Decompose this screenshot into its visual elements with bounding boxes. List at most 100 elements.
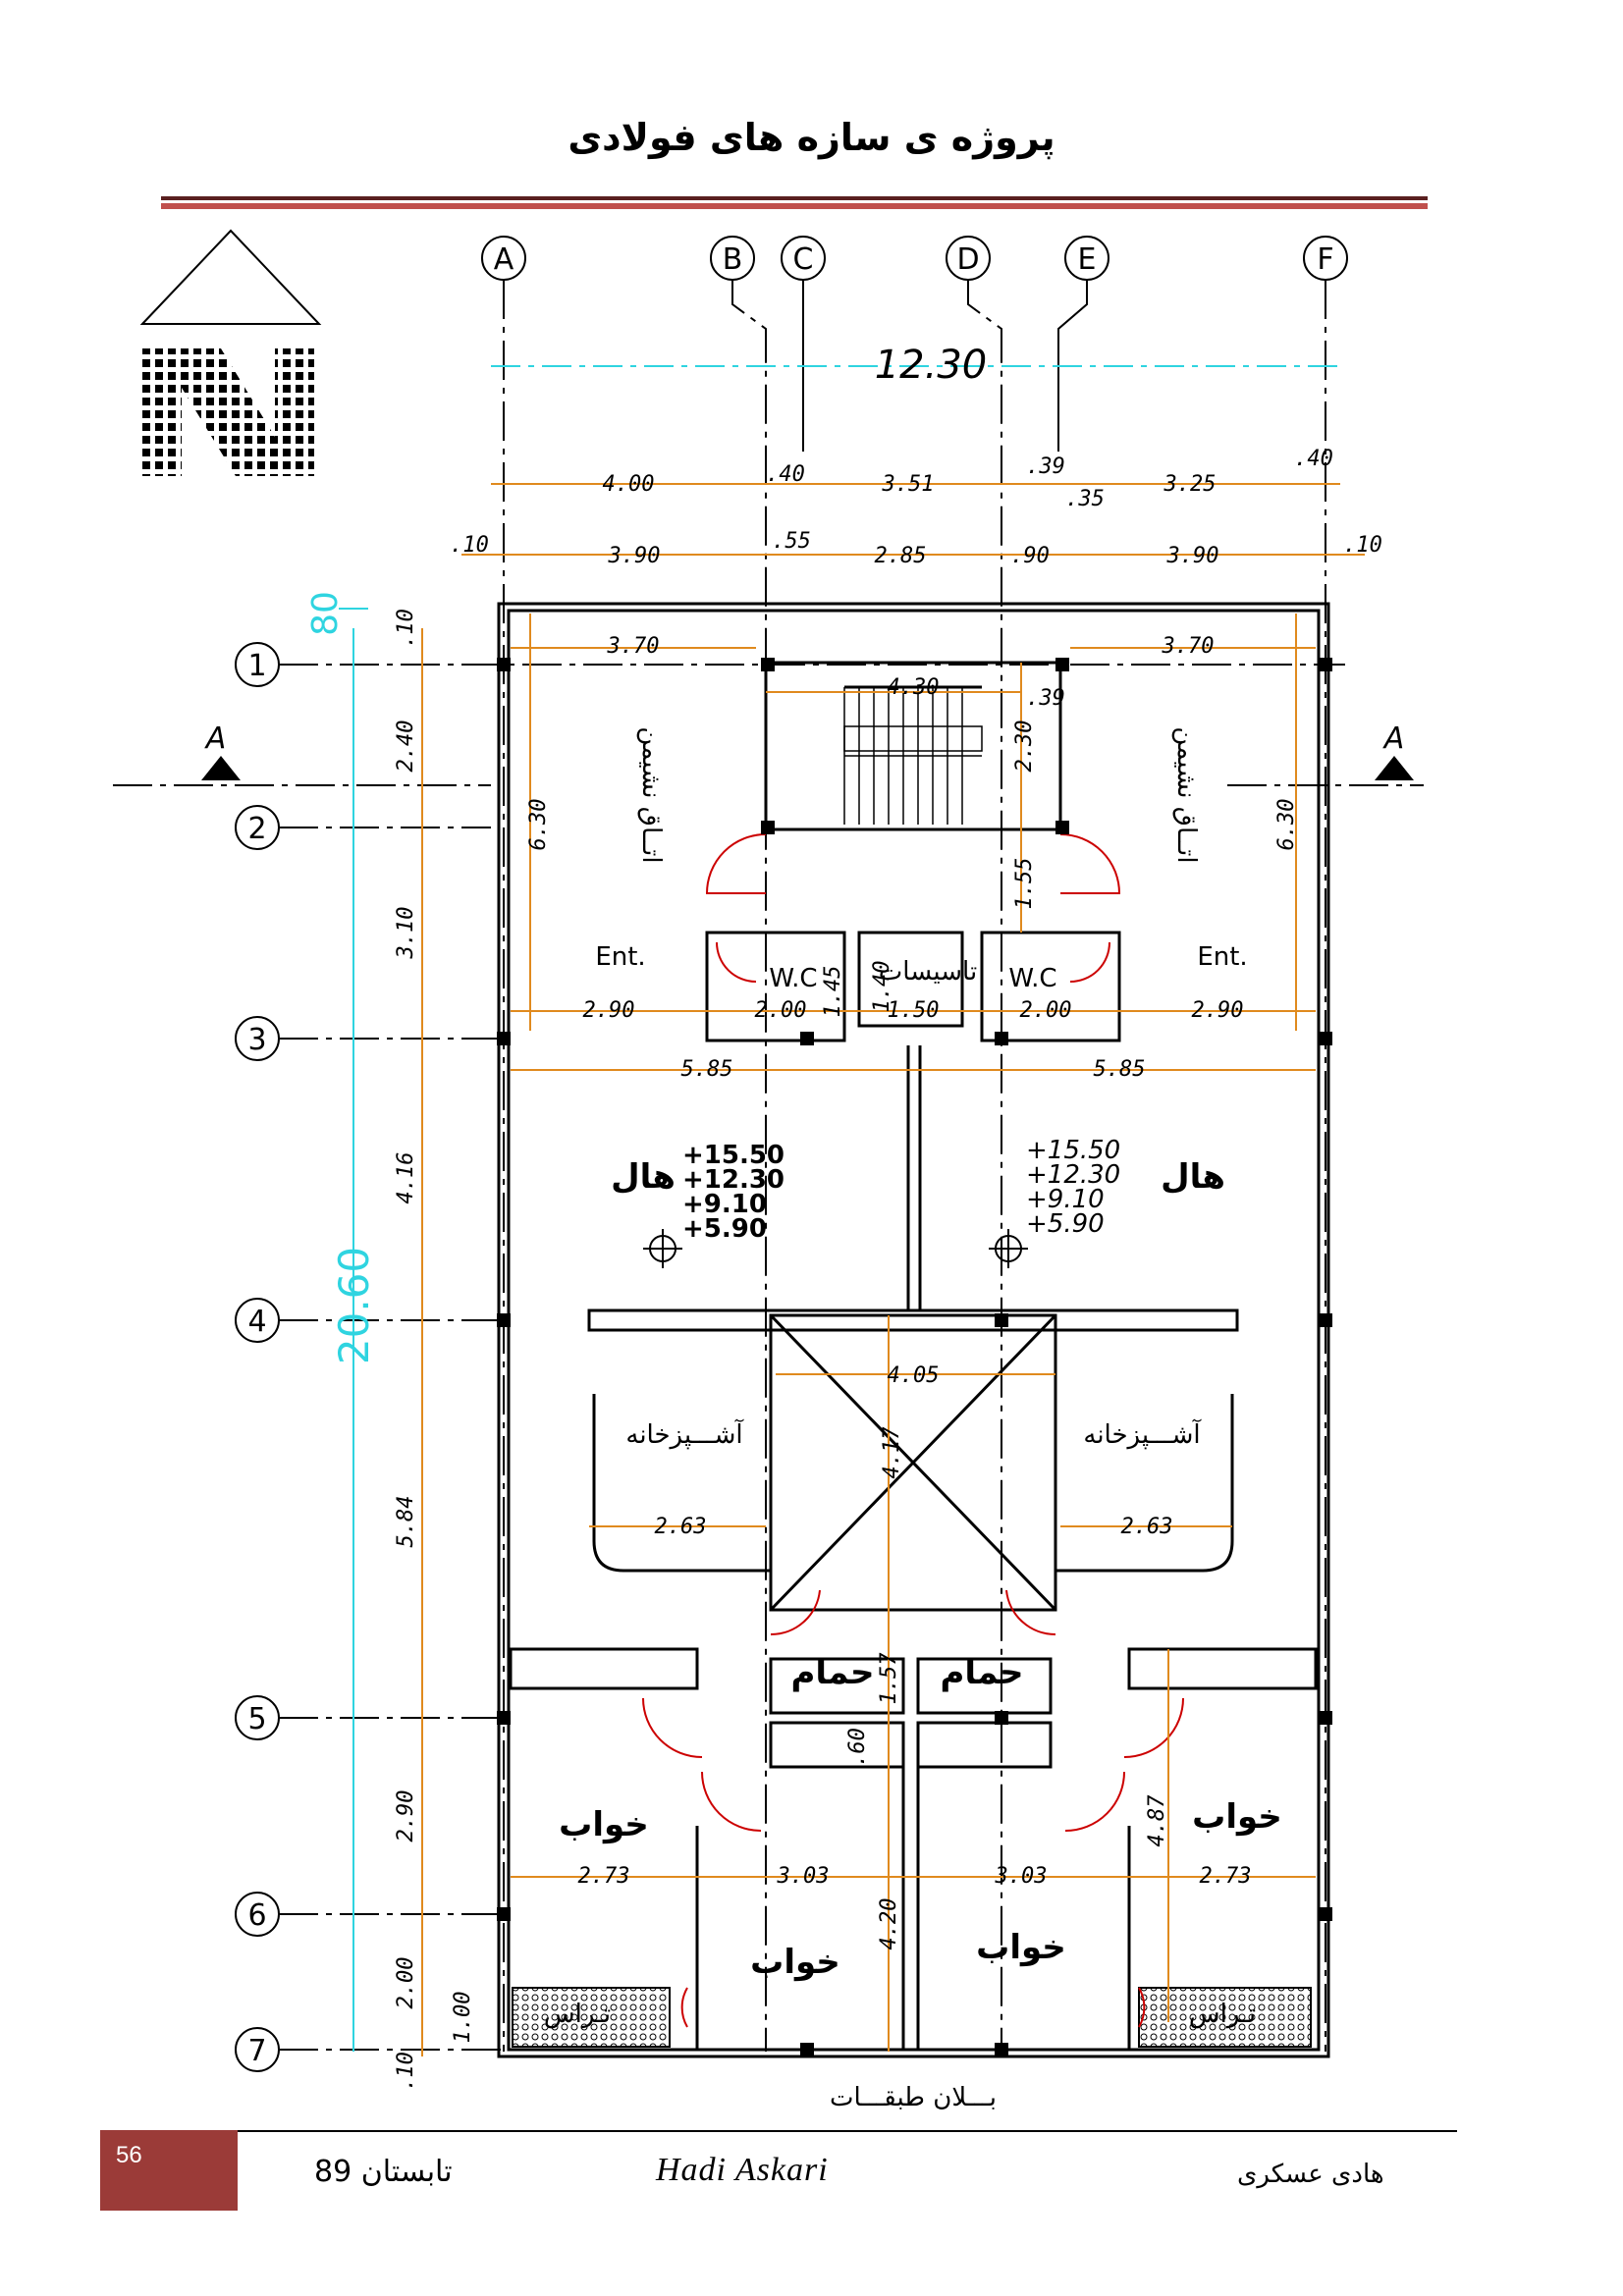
level-right-5-90: +5.90 bbox=[1026, 1209, 1105, 1239]
level-left-12-30: +12.30 bbox=[682, 1165, 784, 1195]
dim-void-4-05: 4.05 bbox=[888, 1363, 940, 1388]
grid-row-bubbles bbox=[235, 642, 1345, 2072]
offset-80-text: 80 bbox=[305, 591, 346, 636]
page-number: 56 bbox=[116, 2142, 142, 2168]
dim-bed-4-87: 4.87 bbox=[1145, 1794, 1169, 1847]
dim-bed-2-73-left: 2.73 bbox=[578, 1864, 630, 1889]
dim-top2-90: .90 bbox=[1010, 544, 1050, 568]
section-mark-left-label: A bbox=[204, 721, 227, 756]
dim-left-3-10: 3.10 bbox=[394, 907, 418, 960]
footer-date: تابستان 89 bbox=[314, 2155, 453, 2189]
room-living-left: اتــاق نشیمن bbox=[636, 726, 666, 863]
dim-bed-3-03-left: 3.03 bbox=[777, 1864, 830, 1889]
dim-left-10b: .10 bbox=[394, 2052, 418, 2091]
grid-row-6: 6 bbox=[247, 1898, 266, 1933]
room-wc-left: W.C bbox=[769, 964, 817, 993]
dim-2-00-left: 2.00 bbox=[755, 998, 807, 1023]
dim-6-30-left: 6.30 bbox=[526, 799, 551, 851]
dim-bed-2-73-right: 2.73 bbox=[1200, 1864, 1252, 1889]
dim-top2-2-85: 2.85 bbox=[875, 544, 927, 568]
dim-top1-35: .35 bbox=[1065, 487, 1105, 511]
footer-rule bbox=[102, 2130, 1457, 2132]
dim-top2-55: .55 bbox=[772, 529, 811, 554]
dim-bath-1-57: 1.57 bbox=[877, 1652, 901, 1705]
dim-2-90-left: 2.90 bbox=[583, 998, 635, 1023]
dim-small-1-00: 1.00 bbox=[451, 1992, 475, 2044]
room-kitchen-left: آشـــپزخانه bbox=[625, 1418, 744, 1450]
dim-left-5-84: 5.84 bbox=[394, 1496, 418, 1548]
room-ent-right: Ent. bbox=[1197, 942, 1247, 972]
dim-left-2-00: 2.00 bbox=[394, 1957, 418, 2009]
section-mark-right bbox=[1227, 756, 1424, 786]
room-bath-right: حمام bbox=[941, 1653, 1024, 1692]
dim-top1-40b: .40 bbox=[1294, 447, 1333, 471]
dim-left-2-40: 2.40 bbox=[394, 721, 418, 773]
dim-1-45: 1.45 bbox=[821, 966, 845, 1018]
header-rule-red bbox=[161, 203, 1428, 209]
room-ent-left: Ent. bbox=[595, 942, 645, 972]
grid-col-a: A bbox=[494, 242, 514, 277]
dim-3-70-right: 3.70 bbox=[1162, 634, 1215, 659]
dim-top2-3-90a: 3.90 bbox=[608, 544, 661, 568]
section-mark-right-label: A bbox=[1382, 721, 1405, 756]
dim-3-70-left: 3.70 bbox=[607, 634, 660, 659]
dim-left-4-16: 4.16 bbox=[394, 1152, 418, 1204]
dim-5-85-left: 5.85 bbox=[681, 1057, 733, 1082]
building-walls bbox=[497, 602, 1330, 2058]
dim-top2-3-90b: 3.90 bbox=[1166, 544, 1219, 568]
level-right-15-50: +15.50 bbox=[1026, 1136, 1120, 1165]
room-living-right: اتــاق نشیمن bbox=[1171, 726, 1201, 863]
grid-col-b: B bbox=[723, 242, 743, 277]
dim-bed-3-03-right: 3.03 bbox=[995, 1864, 1048, 1889]
grid-row-7: 7 bbox=[247, 2034, 266, 2068]
grid-row-4: 4 bbox=[247, 1305, 266, 1339]
grid-row-2: 2 bbox=[247, 812, 266, 846]
dim-5-85-right: 5.85 bbox=[1094, 1057, 1146, 1082]
room-bed-right: خواب bbox=[1192, 1797, 1282, 1837]
room-hall-left: هال bbox=[611, 1157, 676, 1197]
dim-void-4-17: 4.17 bbox=[880, 1426, 904, 1479]
dim-stair-1-55: 1.55 bbox=[1012, 858, 1037, 910]
level-markers bbox=[643, 1229, 1028, 1268]
room-wc-right: W.C bbox=[1008, 964, 1056, 993]
interior-dimension-lines bbox=[511, 614, 1316, 2052]
floor-plan-drawing: A B C D E F 1 2 3 4 5 6 7 A A 12.30 2 bbox=[113, 229, 1424, 2112]
dim-kitchen-2-63-right: 2.63 bbox=[1121, 1515, 1173, 1539]
dim-top1-3-51: 3.51 bbox=[882, 472, 935, 497]
dim-top1-3-25: 3.25 bbox=[1163, 472, 1217, 497]
level-left-5-90: +5.90 bbox=[682, 1214, 767, 1244]
door-swings bbox=[642, 833, 1184, 2028]
grid-col-e: E bbox=[1078, 242, 1097, 277]
grid-row-3: 3 bbox=[247, 1023, 266, 1057]
dim-6-30-right: 6.30 bbox=[1274, 799, 1299, 851]
room-terrace-right: تـراس bbox=[1189, 2000, 1256, 2029]
level-right-12-30: +12.30 bbox=[1026, 1160, 1120, 1190]
overall-length-dimension bbox=[339, 608, 368, 2052]
steel-columns bbox=[497, 658, 1332, 2056]
plan-caption: بـــلان طبقـــات bbox=[830, 2083, 997, 2112]
dim-stair-4-30: 4.30 bbox=[888, 675, 940, 700]
overall-width-text: 12.30 bbox=[875, 343, 988, 388]
north-n-letter bbox=[142, 348, 314, 476]
room-bed-center-left: خواب bbox=[750, 1943, 840, 1982]
level-left-9-10: +9.10 bbox=[682, 1190, 767, 1219]
footer-author-fa: هادی عسکری bbox=[1237, 2160, 1384, 2189]
dim-2-90-right: 2.90 bbox=[1192, 998, 1244, 1023]
dim-top1-40: .40 bbox=[766, 462, 805, 487]
room-terrace-left: تـراس bbox=[544, 2000, 611, 2029]
dim-stair-2-30: 2.30 bbox=[1012, 721, 1037, 773]
dim-stair-39: .39 bbox=[1026, 686, 1065, 711]
top-dimension-lines bbox=[461, 483, 1365, 556]
dim-bath-60: .60 bbox=[845, 1728, 870, 1767]
dim-top1-39: .39 bbox=[1026, 454, 1065, 479]
grid-col-f: F bbox=[1317, 242, 1333, 277]
dim-1-50: 1.50 bbox=[888, 998, 940, 1023]
dim-top2-10b: .10 bbox=[1343, 533, 1382, 558]
level-left-15-50: +15.50 bbox=[682, 1141, 784, 1170]
room-hall-right: هال bbox=[1161, 1157, 1225, 1197]
grid-column-bubbles bbox=[481, 236, 1348, 2052]
terrace-hatch-left bbox=[512, 1987, 671, 2048]
room-bed-left: خواب bbox=[559, 1805, 649, 1844]
grid-col-d: D bbox=[956, 242, 979, 277]
dim-top2-10a: .10 bbox=[450, 533, 489, 558]
